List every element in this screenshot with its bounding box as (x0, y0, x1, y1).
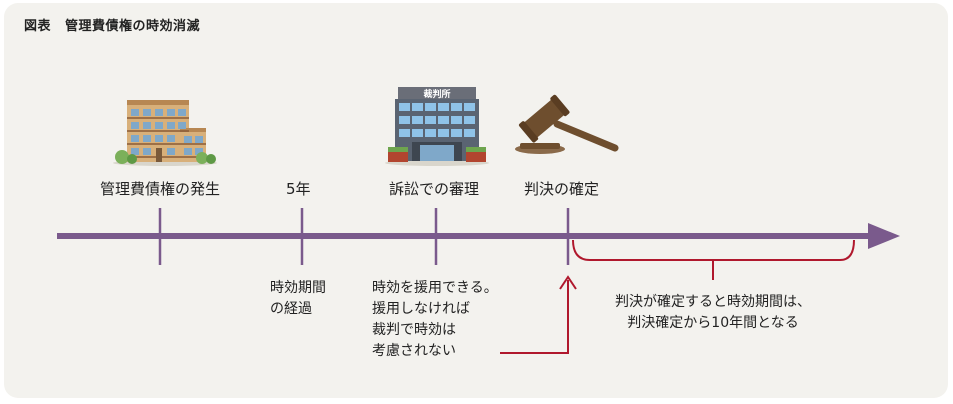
figure-title: 図表管理費債権の時効消滅 (24, 15, 200, 34)
invoke-arrow-line (500, 280, 569, 354)
note-invoked-line: 裁判で時効は (372, 322, 456, 338)
note-elapsed-line: 時効期間 (270, 280, 326, 296)
note-invoked-line: 援用しなければ (372, 301, 470, 317)
note-after-judgment-line: 判決が確定すると時効期間は、 (615, 294, 811, 310)
label-judgment: 判決の確定 (524, 180, 600, 198)
timeline-arrowhead (868, 223, 900, 249)
invoke-arrowhead (559, 275, 577, 290)
apartment-building-icon (113, 100, 217, 166)
courthouse-icon: 裁判所 (385, 87, 489, 166)
note-invoked-line: 考慮されない (372, 343, 456, 359)
note-elapsed: 時効期間 の経過 (270, 278, 326, 320)
figure-label: 図表 (24, 19, 52, 34)
gavel-icon (515, 94, 619, 154)
note-after-judgment-line: 判決確定から10年間となる (627, 315, 799, 331)
note-after-judgment: 判決が確定すると時効期間は、 判決確定から10年間となる (598, 292, 828, 334)
figure-panel (4, 3, 948, 398)
note-invoked: 時効を援用できる。 援用しなければ 裁判で時効は 考慮されない (372, 278, 498, 362)
label-trial: 訴訟での審理 (389, 180, 480, 198)
note-invoked-line: 時効を援用できる。 (372, 280, 498, 296)
courthouse-sign: 裁判所 (423, 88, 450, 100)
ten-year-bracket (572, 239, 855, 261)
label-occurrence: 管理費債権の発生 (100, 180, 221, 198)
label-five-years: 5年 (286, 180, 311, 198)
note-elapsed-line: の経過 (270, 301, 312, 317)
figure-title-text: 管理費債権の時効消滅 (65, 19, 201, 34)
